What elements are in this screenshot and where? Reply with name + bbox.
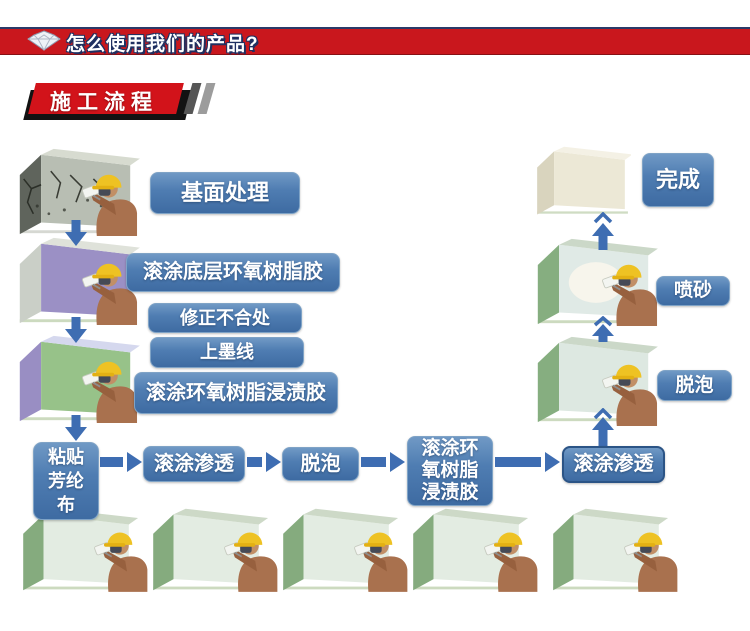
arrow-up-icon	[592, 212, 614, 250]
step-box-impregnation-line: 浸渍胶	[421, 482, 479, 504]
step-box-finish: 完成	[642, 153, 714, 207]
step-box-base-treatment: 基面处理	[150, 172, 300, 214]
diamond-icon	[27, 30, 61, 51]
section-banner-slash-light	[197, 83, 216, 114]
step-box-paste-line: 芳纶	[48, 470, 84, 491]
arrow-right-icon	[100, 452, 142, 472]
illustration-worker-block-3	[283, 508, 409, 593]
step-box-impregnation-coat: 滚涂环氧树脂浸渍胶	[134, 372, 338, 414]
arrow-up-icon	[592, 408, 614, 448]
step-box-defoam-2: 脱泡	[657, 370, 732, 401]
header-bar	[0, 27, 750, 55]
arrow-down-icon	[65, 220, 87, 246]
step-box-sand-blast: 喷砂	[656, 276, 730, 306]
step-box-ink-line: 上墨线	[150, 337, 304, 368]
illustration-finished-block	[537, 146, 631, 215]
arrow-right-icon	[361, 452, 405, 472]
header-title: 怎么使用我们的产品?	[66, 34, 259, 55]
arrow-down-icon	[65, 415, 87, 441]
illustration-impregnation-coat	[19, 335, 140, 424]
step-box-paste-aramid: 粘贴 芳纶 布	[33, 442, 99, 520]
step-box-impregnation-2: 滚涂环 氧树脂 浸渍胶	[407, 436, 493, 506]
step-box-roll-penetrate-1: 滚涂渗透	[143, 446, 245, 482]
arrow-right-icon	[247, 452, 281, 472]
step-box-paste-line: 粘贴	[48, 446, 84, 467]
illustration-worker-block-5	[553, 508, 679, 593]
section-banner-label: 施工流程	[50, 91, 158, 114]
illustration-worker-block-4	[413, 508, 539, 593]
section-banner: 施工流程	[23, 83, 230, 127]
step-box-defoam-1: 脱泡	[282, 447, 359, 481]
arrow-up-icon	[592, 316, 614, 342]
step-box-paste-line: 布	[57, 495, 75, 516]
arrow-right-icon	[495, 452, 560, 472]
step-box-impregnation-line: 滚涂环	[421, 437, 479, 459]
illustration-worker-block-2	[153, 508, 279, 593]
step-box-primer-coat: 滚涂底层环氧树脂胶	[126, 253, 340, 292]
arrow-down-icon	[65, 317, 87, 343]
step-box-fix-mismatch: 修正不合处	[148, 303, 302, 333]
step-box-roll-penetrate-2: 滚涂渗透	[562, 446, 665, 483]
step-box-impregnation-line: 氧树脂	[421, 459, 479, 481]
